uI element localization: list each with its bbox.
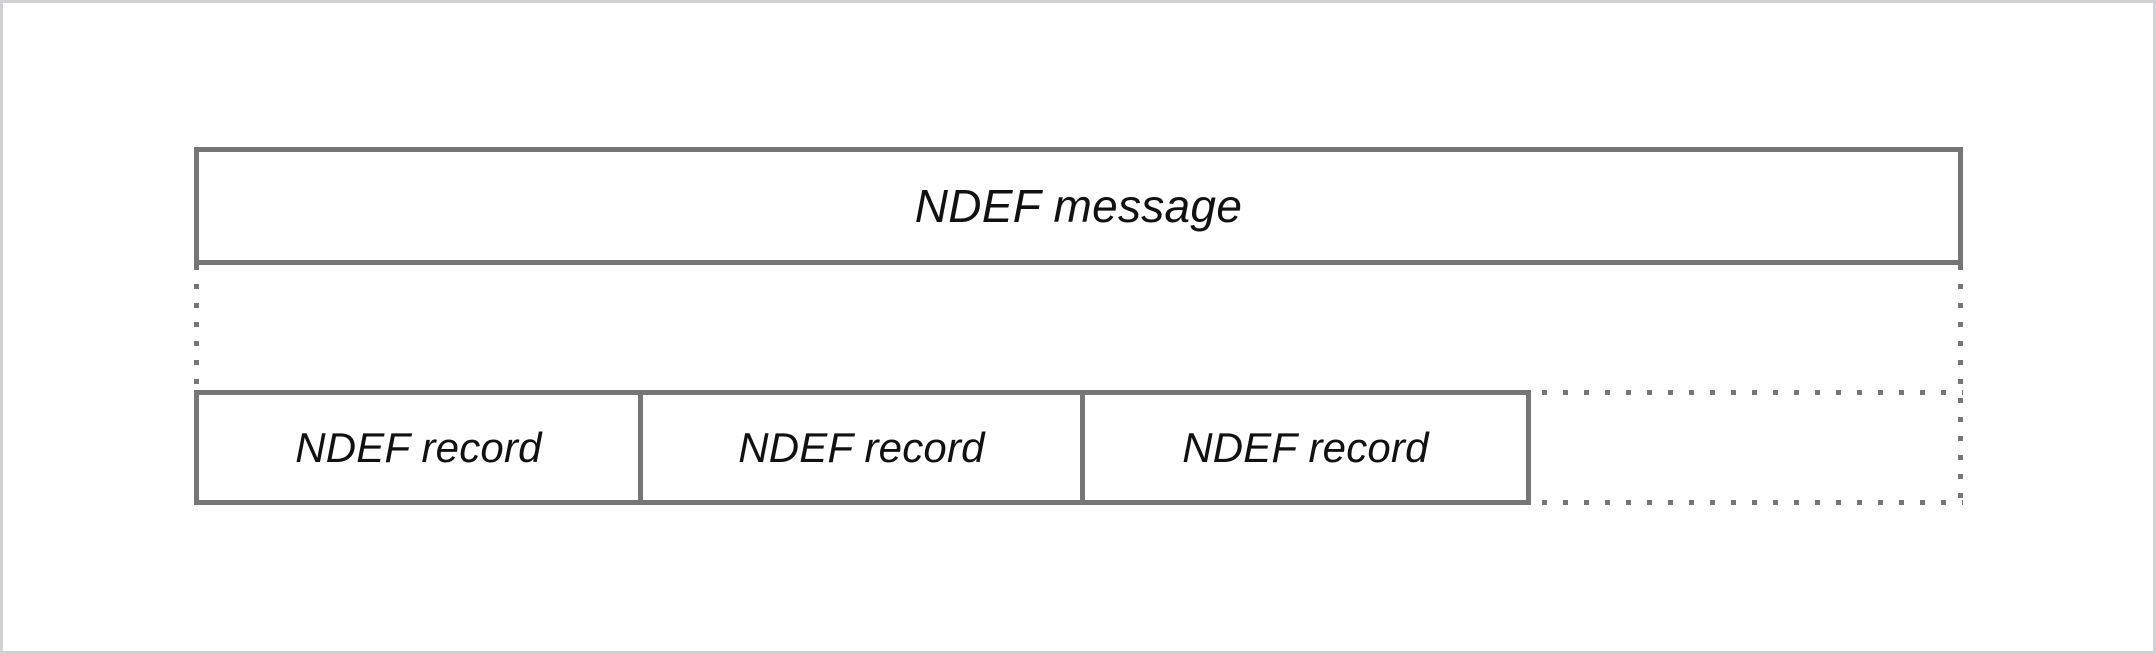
ndef-record-cell-3: NDEF record [1085,395,1526,500]
ndef-record-cell-2: NDEF record [643,395,1085,500]
ndef-record-label-1: NDEF record [295,423,542,471]
ndef-record-row: NDEF record NDEF record NDEF record [194,390,1531,505]
ndef-message-label: NDEF message [914,180,1243,232]
dotted-continuation-bottom-edge [1521,500,1963,505]
diagram-canvas: NDEF message NDEF record NDEF record NDE… [3,3,2153,651]
ndef-message-box: NDEF message [194,147,1963,265]
ndef-record-label-3: NDEF record [1182,423,1429,471]
ndef-record-cell-1: NDEF record [199,395,643,500]
dotted-continuation-top-edge [1521,390,1963,395]
ndef-record-label-2: NDEF record [738,423,985,471]
dotted-right-connector [1958,265,1963,505]
